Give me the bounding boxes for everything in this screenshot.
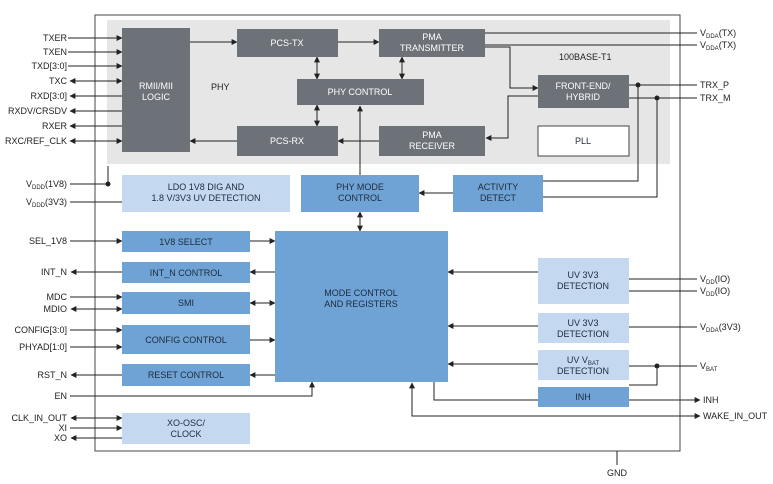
pma-receiver-block: PMA RECEIVER <box>379 126 485 156</box>
wires <box>68 32 701 441</box>
svg-text:PCS-RX: PCS-RX <box>270 136 304 146</box>
phy-control-block: PHY CONTROL <box>297 79 424 105</box>
xo-osc-clock-block: XO-OSC/ CLOCK <box>122 413 250 444</box>
svg-text:UV 3V3: UV 3V3 <box>567 318 598 328</box>
inh-block: INH <box>538 387 629 407</box>
svg-text:FRONT-END/: FRONT-END/ <box>556 81 611 91</box>
svg-text:PMA: PMA <box>422 32 442 42</box>
svg-text:DETECT: DETECT <box>480 193 517 203</box>
pma-transmitter-block: PMA TRANSMITTER <box>379 29 485 57</box>
svg-text:MODE CONTROL: MODE CONTROL <box>324 288 398 298</box>
svg-text:DETECTION: DETECTION <box>557 281 609 291</box>
right-pin-labels: VDDA(TX) VDDA(TX) TRX_P TRX_M VDD(IO) VD… <box>700 28 768 421</box>
pin-vdda-3v3: VDDA(3V3) <box>700 322 741 334</box>
pin-vdda-tx-1: VDDA(TX) <box>700 28 736 40</box>
svg-text:ACTIVITY: ACTIVITY <box>478 182 519 192</box>
svg-text:UV VBAT: UV VBAT <box>567 355 600 367</box>
pin-wake-in-out: WAKE_IN_OUT <box>703 411 768 421</box>
svg-text:CONFIG CONTROL: CONFIG CONTROL <box>145 335 227 345</box>
rmii-logic-block: RMII/MII LOGIC <box>122 28 190 152</box>
pin-xi: XI <box>58 423 67 433</box>
svg-text:INH: INH <box>575 392 591 402</box>
svg-text:LOGIC: LOGIC <box>142 92 171 102</box>
chip-outline <box>94 14 681 452</box>
svg-text:TRANSMITTER: TRANSMITTER <box>400 43 464 53</box>
pin-rxc: RXC/REF_CLK <box>5 136 67 146</box>
pin-phyad: PHYAD[1:0] <box>19 342 67 352</box>
phy-mode-control-block: PHY MODE CONTROL <box>301 175 419 212</box>
intn-control-block: INT_N CONTROL <box>122 262 250 283</box>
pin-sel-1v8: SEL_1V8 <box>29 236 67 246</box>
pin-clk-in-out: CLK_IN_OUT <box>11 413 67 423</box>
pin-vdda-tx-2: VDDA(TX) <box>700 40 736 52</box>
svg-text:HYBRID: HYBRID <box>566 92 601 102</box>
pin-rxdv: RXDV/CRSDV <box>8 106 67 116</box>
ldo-block: LDO 1V8 DIG AND 1.8 V/3V3 UV DETECTION <box>122 175 290 212</box>
phy-label: PHY <box>211 82 230 92</box>
pin-rxd: RXD[3:0] <box>30 91 67 101</box>
pll-block: PLL <box>537 125 630 157</box>
svg-text:INT_N CONTROL: INT_N CONTROL <box>150 268 223 278</box>
svg-text:SMI: SMI <box>178 298 194 308</box>
svg-text:PHY MODE: PHY MODE <box>336 182 384 192</box>
svg-text:PHY CONTROL: PHY CONTROL <box>328 87 393 97</box>
svg-text:CLOCK: CLOCK <box>170 429 201 439</box>
pcs-rx-block: PCS-RX <box>237 126 338 156</box>
pin-xo: XO <box>54 433 67 443</box>
smi-block: SMI <box>122 292 250 314</box>
pin-mdio: MDIO <box>44 304 68 314</box>
svg-text:PLL: PLL <box>575 136 591 146</box>
svg-text:LDO 1V8 DIG AND: LDO 1V8 DIG AND <box>168 182 245 192</box>
svg-text:1.8 V/3V3 UV DETECTION: 1.8 V/3V3 UV DETECTION <box>151 193 260 203</box>
pin-en: EN <box>54 391 67 401</box>
svg-text:RESET CONTROL: RESET CONTROL <box>148 370 224 380</box>
svg-text:UV 3V3: UV 3V3 <box>567 270 598 280</box>
svg-text:RECEIVER: RECEIVER <box>409 141 456 151</box>
frontend-hybrid-block: FRONT-END/ HYBRID <box>538 75 629 108</box>
pin-rst-n: RST_N <box>37 370 67 380</box>
svg-text:PCS-TX: PCS-TX <box>270 38 303 48</box>
phy-standard-label: 100BASE-T1 <box>559 52 612 62</box>
pin-config: CONFIG[3:0] <box>14 325 67 335</box>
config-control-block: CONFIG CONTROL <box>122 325 250 354</box>
svg-text:RMII/MII: RMII/MII <box>139 81 173 91</box>
left-pin-labels: TXER TXEN TXD[3:0] TXC RXD[3:0] RXDV/CRS… <box>5 33 68 443</box>
pin-txer: TXER <box>43 33 68 43</box>
uv-3v3-io-detection-block: UV 3V3 DETECTION <box>538 258 629 304</box>
pin-vddd-1v8: VDDD(1V8) <box>26 179 67 191</box>
svg-text:AND REGISTERS: AND REGISTERS <box>324 299 398 309</box>
pin-inh: INH <box>703 395 719 405</box>
pin-trx-m: TRX_M <box>700 93 731 103</box>
sel-1v8-block: 1V8 SELECT <box>122 231 250 252</box>
reset-control-block: RESET CONTROL <box>122 364 250 386</box>
svg-text:CONTROL: CONTROL <box>338 193 382 203</box>
activity-detect-block: ACTIVITY DETECT <box>453 175 543 212</box>
pin-vbat: VBAT <box>700 361 718 373</box>
svg-text:DETECTION: DETECTION <box>557 329 609 339</box>
uv-3v3-tx-detection-block: UV 3V3 DETECTION <box>538 313 629 343</box>
pin-rxer: RXER <box>42 121 68 131</box>
pin-txd: TXD[3:0] <box>31 61 67 71</box>
pin-vdd-io-2: VDD(IO) <box>700 286 730 298</box>
svg-text:XO-OSC/: XO-OSC/ <box>167 418 206 428</box>
pin-txc: TXC <box>49 76 68 86</box>
svg-text:DETECTION: DETECTION <box>557 366 609 376</box>
pin-txen: TXEN <box>43 47 67 57</box>
svg-text:PMA: PMA <box>422 130 442 140</box>
uv-vbat-detection-block: UV VBAT DETECTION <box>538 350 629 380</box>
pin-gnd: GND <box>607 468 628 478</box>
pin-mdc: MDC <box>47 292 68 302</box>
pin-int-n: INT_N <box>41 267 67 277</box>
pin-trx-p: TRX_P <box>700 80 729 90</box>
mode-control-block: MODE CONTROL AND REGISTERS <box>275 231 448 382</box>
pcs-tx-block: PCS-TX <box>237 29 338 57</box>
pin-vddd-3v3: VDDD(3V3) <box>26 197 67 209</box>
svg-text:1V8 SELECT: 1V8 SELECT <box>159 237 213 247</box>
pin-vdd-io-1: VDD(IO) <box>700 274 730 286</box>
